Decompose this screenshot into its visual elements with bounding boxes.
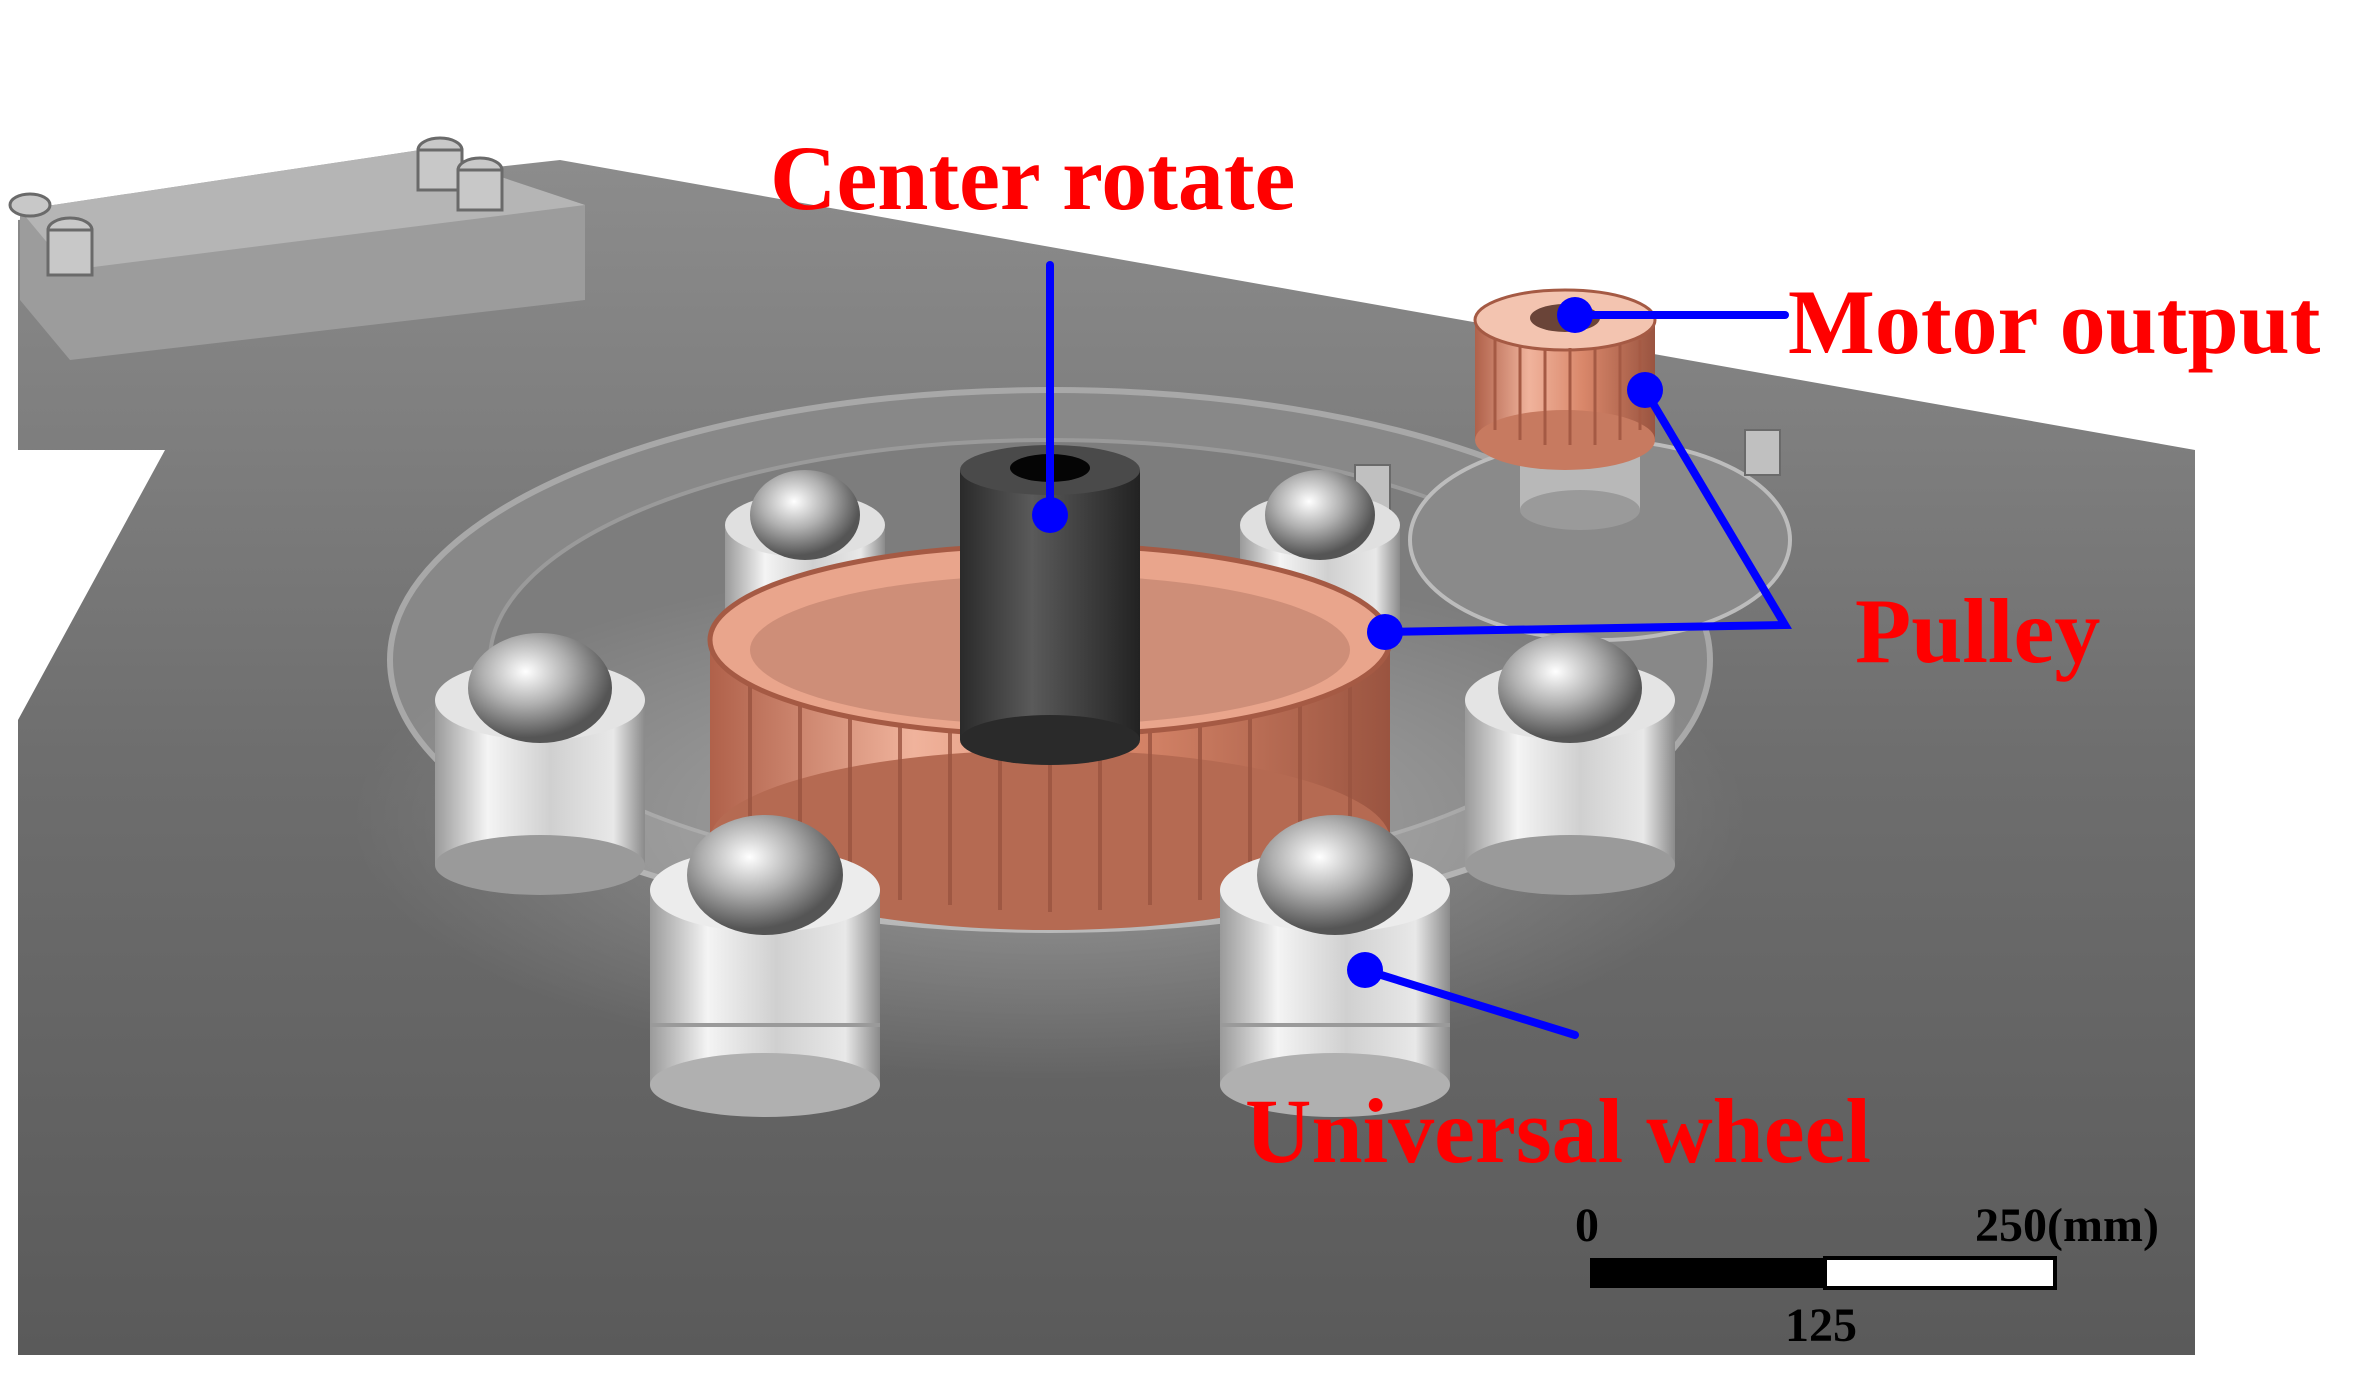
scale-start-label: 0 [1575, 1199, 1599, 1252]
scale-bar-black [1590, 1258, 1825, 1288]
leader-dots [1032, 297, 1663, 988]
label-universal-wheel: Universal wheel [1245, 1080, 1872, 1182]
center-pulley [707, 542, 1393, 930]
dot-motor-output [1557, 297, 1593, 333]
scale-bar-white [1823, 1256, 2057, 1290]
motor-pulley [1473, 288, 1657, 530]
universal-wheel-left [435, 633, 645, 895]
scale-mid-label: 125 [1785, 1299, 1857, 1352]
label-center-rotate: Center rotate [770, 127, 1296, 229]
label-pulley: Pulley [1855, 580, 2101, 682]
dot-motor-pulley [1627, 372, 1663, 408]
dot-universal-wheel [1347, 952, 1383, 988]
dot-center-rotate [1032, 497, 1068, 533]
leader-universal-wheel [1361, 966, 1579, 1039]
universal-wheel-front-left [650, 815, 880, 1117]
scale-bar [1590, 1256, 2057, 1290]
dot-center-pulley [1367, 614, 1403, 650]
leader-pulley [1381, 386, 1792, 636]
universal-wheel-right [1465, 633, 1675, 895]
label-motor-output: Motor output [1788, 271, 2321, 373]
universal-wheel-front-right [1220, 815, 1450, 1117]
mounting-bolts [8, 136, 504, 277]
leader-lines [1046, 261, 1792, 1039]
scale-end-label: 250(mm) [1975, 1199, 2159, 1252]
right-margin [2195, 0, 2361, 1388]
